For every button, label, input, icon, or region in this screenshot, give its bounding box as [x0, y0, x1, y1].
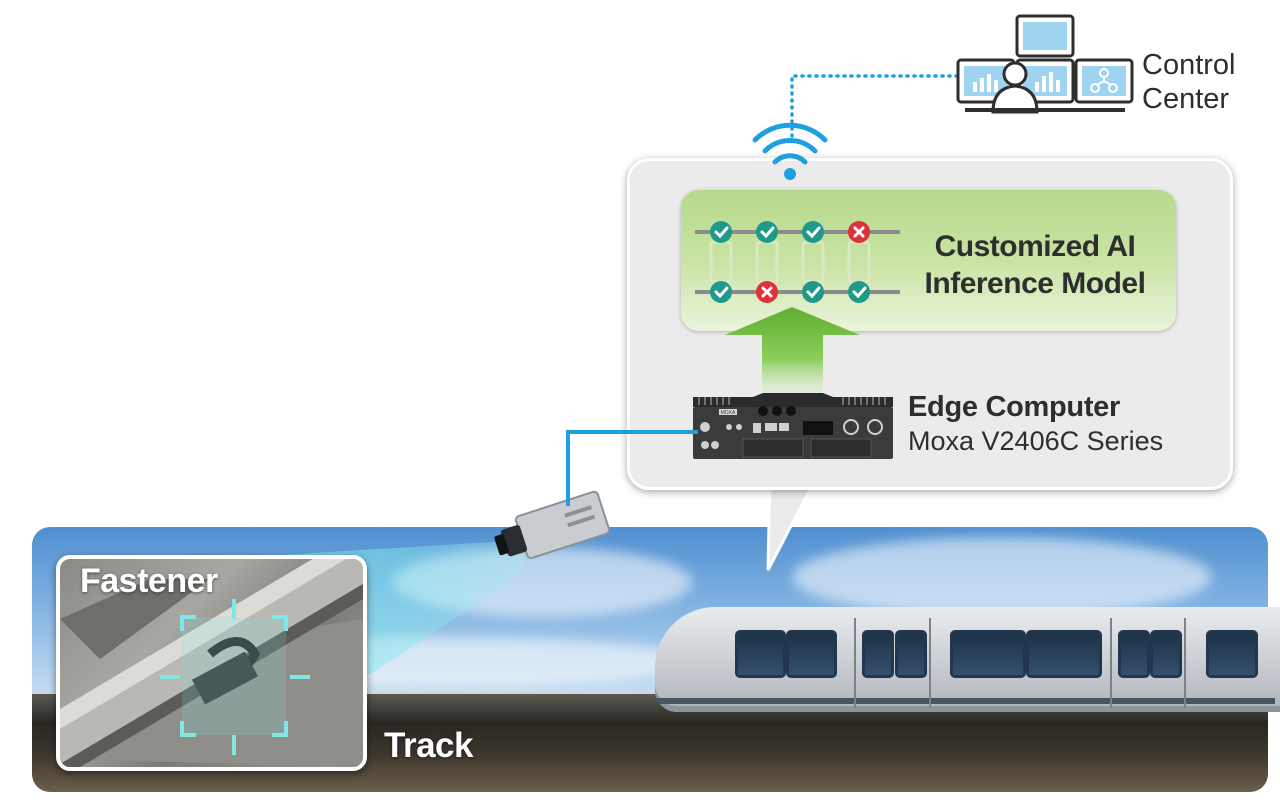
check-icon [802, 281, 824, 303]
inspection-row-top [710, 221, 870, 243]
inspection-row-bottom [710, 281, 870, 303]
check-icon [756, 221, 778, 243]
track-label: Track [384, 726, 473, 765]
train-window [895, 630, 927, 678]
control-center-line1: Control [1142, 49, 1236, 81]
device-brand: MOXA [721, 410, 736, 416]
cross-icon [848, 221, 870, 243]
train-window [862, 630, 894, 678]
train-window [1118, 630, 1150, 678]
check-icon [710, 221, 732, 243]
fastener-inset [56, 555, 367, 771]
check-icon [848, 281, 870, 303]
camera-icon [494, 490, 611, 560]
ai-model-box [681, 190, 1176, 331]
control-center-icon [956, 14, 1134, 114]
check-icon [802, 221, 824, 243]
edge-computer-model: Moxa V2406C Series [908, 426, 1164, 456]
train-window [1026, 630, 1102, 678]
edge-computer-title: Edge Computer [908, 391, 1121, 423]
control-center-line2: Center [1142, 83, 1230, 115]
wireless-link [790, 74, 962, 138]
wifi-icon [752, 122, 828, 180]
train-window [786, 630, 837, 678]
ai-model-title: Customized AI Inference Model [905, 228, 1165, 302]
up-arrow-icon [725, 307, 860, 402]
train-window [1150, 630, 1182, 678]
edge-computer-icon: MOXA [693, 393, 893, 459]
ai-model-line2: Inference Model [924, 267, 1146, 300]
inspection-diagram [695, 221, 900, 303]
fastener-photo [60, 559, 363, 767]
ai-model-line1: Customized AI [934, 230, 1136, 263]
control-center-label: Control Center [1142, 48, 1236, 116]
train-window [735, 630, 786, 678]
train-window [950, 630, 1026, 678]
train-window [1206, 630, 1258, 678]
camera-cable [566, 430, 698, 506]
cross-icon [756, 281, 778, 303]
check-icon [710, 281, 732, 303]
fastener-label: Fastener [80, 562, 218, 600]
